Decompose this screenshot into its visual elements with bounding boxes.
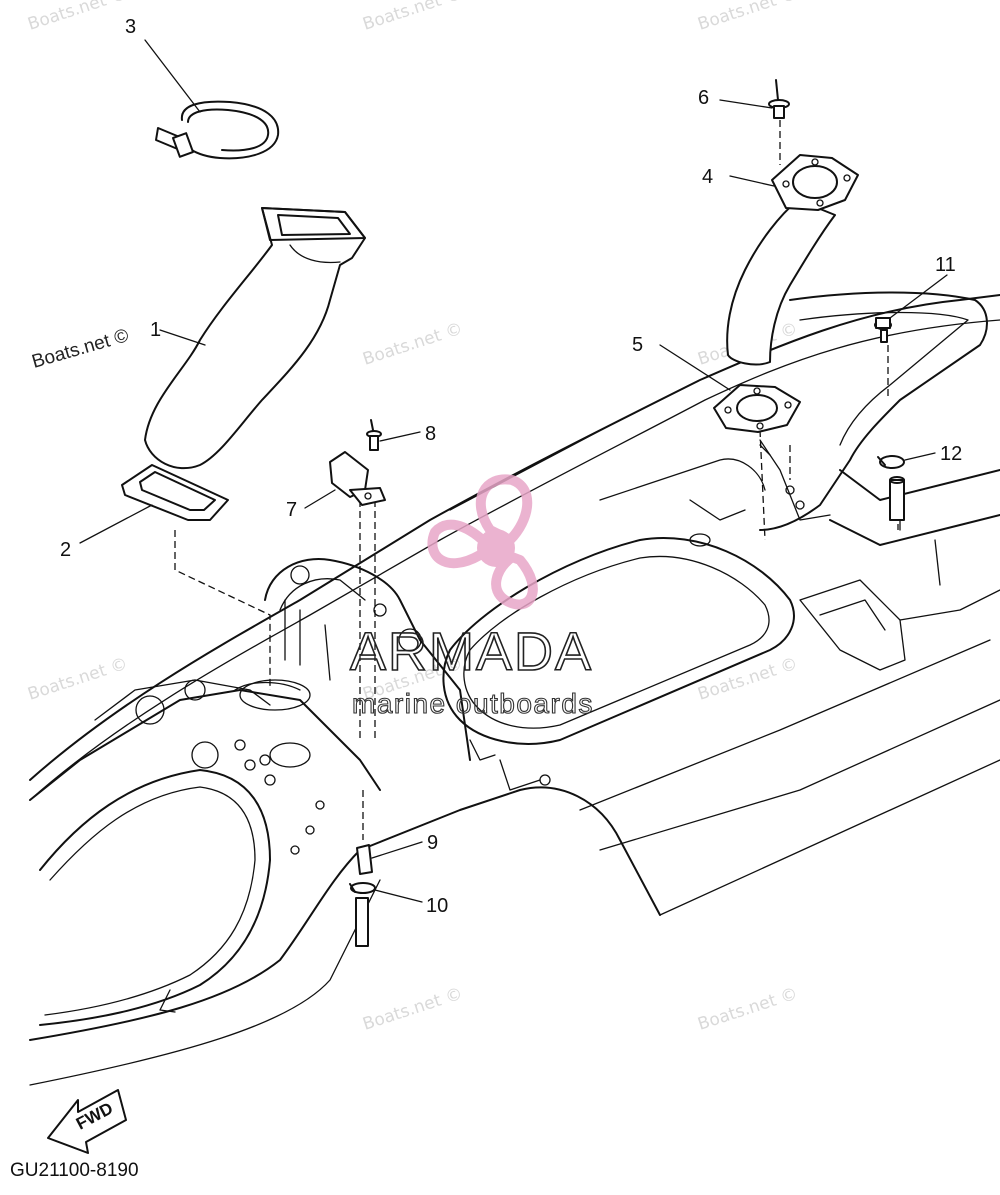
part-1-duct	[144, 207, 366, 470]
callout-4: 4	[702, 166, 713, 188]
leader-lines	[79, 39, 948, 903]
part-3-strap	[155, 100, 280, 160]
part-10-clamp	[349, 882, 376, 894]
watermark-primary: Boats.net ©	[30, 325, 131, 373]
part-2-gasket	[121, 464, 229, 521]
watermark-text: Boats.net ©	[695, 0, 800, 35]
part-6-rivet	[768, 79, 790, 119]
brand-tagline: marine outboards	[352, 688, 594, 719]
propeller-icon	[427, 474, 538, 610]
watermark-text: Boats.net ©	[360, 319, 465, 370]
part-8-screw	[366, 419, 382, 451]
guide-lines	[174, 120, 899, 840]
callout-2: 2	[60, 539, 71, 561]
callout-9: 9	[427, 832, 438, 854]
callout-1: 1	[150, 319, 161, 341]
part-9-hose	[355, 844, 373, 947]
callout-5: 5	[632, 334, 643, 356]
diagram-code: GU21100-8190	[10, 1160, 139, 1181]
callout-3: 3	[125, 16, 136, 38]
brand-name: ARMADA	[350, 622, 593, 682]
part-7-bracket	[329, 451, 386, 506]
callout-10: 10	[426, 895, 448, 917]
watermark-layer: Boats.net © Boats.net © Boats.net © Boat…	[25, 0, 800, 1035]
hull-frame	[29, 291, 1000, 1086]
brand-logo: ARMADA marine outboards	[349, 474, 594, 720]
callout-8: 8	[425, 423, 436, 445]
watermark-text: Boats.net ©	[25, 654, 130, 705]
part-12-clip	[877, 455, 905, 521]
watermark-text: Boats.net ©	[25, 0, 130, 35]
watermark-text: Boats.net ©	[360, 0, 465, 35]
fwd-arrow-icon: FWD	[47, 1089, 127, 1154]
part-11-bolt	[874, 317, 892, 343]
callout-7: 7	[286, 499, 297, 521]
watermark-text: Boats.net ©	[695, 984, 800, 1035]
callout-labels: 1 2 3 4 5 6 7 8 9 10 11 12	[60, 16, 962, 917]
callout-6: 6	[698, 87, 709, 109]
callout-11: 11	[935, 254, 956, 276]
watermark-text: Boats.net ©	[360, 984, 465, 1035]
part-5-gasket	[713, 384, 801, 433]
part-4-duct	[726, 154, 859, 366]
callout-12: 12	[940, 443, 962, 465]
